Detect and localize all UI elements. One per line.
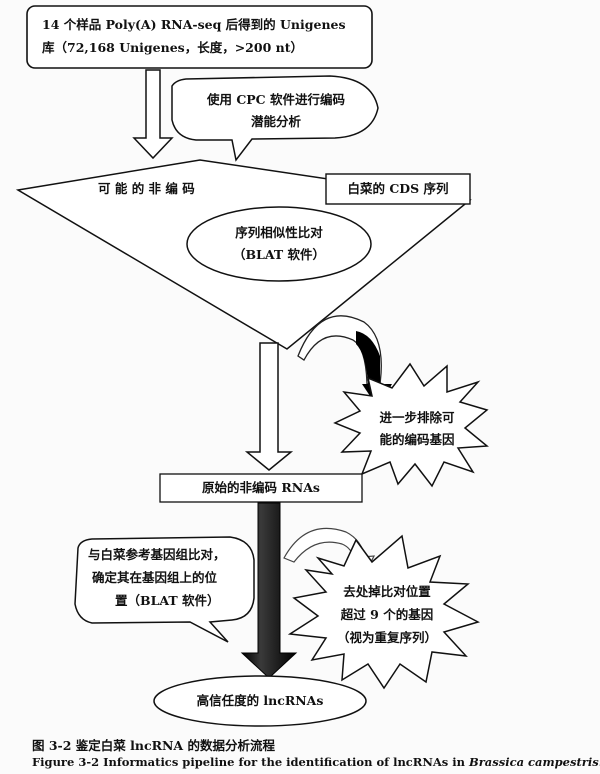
final-ellipse-label: 高信任度的 lncRNAs [196,693,324,708]
blat-ellipse [186,206,372,282]
exclude-burst-line2: 能的编码基因 [379,432,455,447]
cpc-bubble [171,75,379,162]
possible-noncoding-label: 可 能 的 非 编 码 [98,181,195,196]
cds-box-label: 白菜的 CDS 序列 [347,181,449,196]
remove-burst-line3: （视为重复序列） [336,630,437,645]
genome-bubble [74,536,255,643]
exclude-burst [333,362,489,488]
cpc-bubble-line1: 使用 CPC 软件进行编码 [206,92,345,107]
caption-chinese: 图 3-2 鉴定白菜 lncRNA 的数据分析流程 [32,738,275,753]
cds-box [325,173,471,205]
hollow-arrow-2 [244,342,294,471]
blat-ellipse-line1: 序列相似性比对 [235,225,323,240]
cpc-bubble-line2: 潜能分析 [250,114,301,129]
genome-bubble-line2: 确定其在基因组上的位 [92,570,218,585]
remove-burst-line1: 去处掉比对位置 [343,584,431,599]
exclude-burst-line1: 进一步排除可 [379,410,455,425]
caption-english: Figure 3-2 Informatics pipeline for the … [32,755,600,769]
final-ellipse [153,675,367,727]
caption-english-main: Figure 3-2 Informatics pipeline for the … [32,755,470,769]
source-box-line1: 14 个样品 Poly(A) RNA-seq 后得到的 Unigenes [42,17,346,32]
dark-arrow [240,502,298,679]
source-box [26,5,373,69]
blat-ellipse-line2: （BLAT 软件） [232,247,326,262]
hollow-arrow-1 [132,69,174,160]
caption-english-species: Brassica campestris. [469,755,600,769]
raw-rna-label: 原始的非编码 RNAs [202,480,320,495]
genome-bubble-line3: 置（BLAT 软件） [115,593,220,608]
genome-bubble-line1: 与白菜参考基因组比对， [88,547,226,562]
source-box-line2: 库（72,168 Unigenes，长度，>200 nt） [42,40,303,55]
raw-rna-box [159,473,363,503]
remove-burst [287,534,480,690]
remove-burst-line2: 超过 9 个的基因 [340,607,434,622]
